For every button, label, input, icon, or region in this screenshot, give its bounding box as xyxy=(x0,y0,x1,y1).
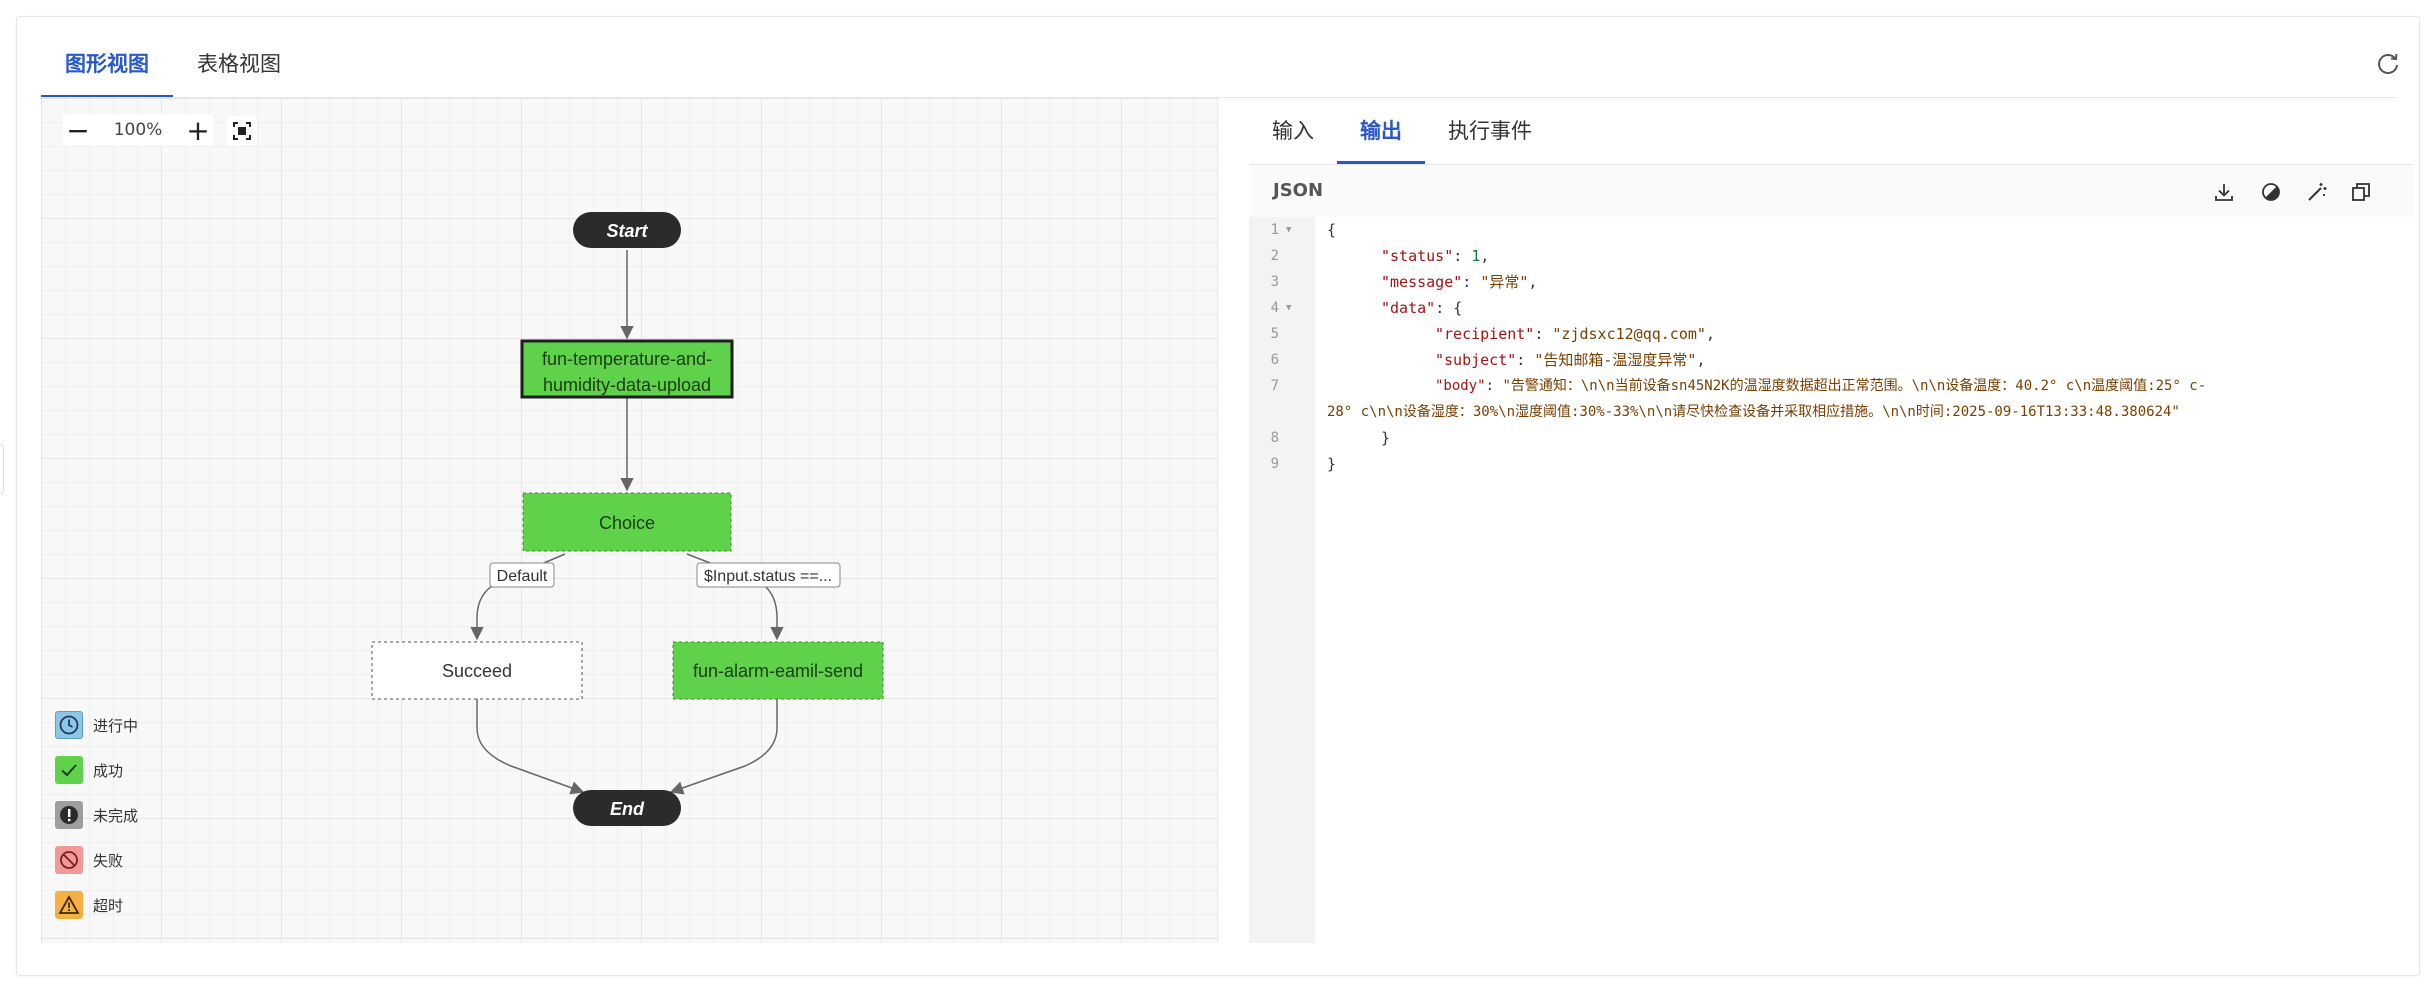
tab-input[interactable]: 输入 xyxy=(1272,119,1314,143)
io-tabs: 输入 输出 执行事件 xyxy=(1249,98,1555,164)
code-line-wrapped: 28° c\n\n设备湿度：30%\n湿度阈值:30%-33%\n\n请尽快检查… xyxy=(1327,404,2180,420)
node-start[interactable]: Start xyxy=(573,212,681,248)
status-legend: 进行中 成功 未完成 失败 xyxy=(55,710,138,935)
refresh-icon[interactable] xyxy=(2374,50,2402,78)
workflow-diagram: Start fun-temperature-and- humidity-data… xyxy=(371,212,884,826)
node-task-label-1: fun-temperature-and- xyxy=(542,349,712,369)
fold-arrow-icon[interactable]: ▼ xyxy=(1286,303,1292,313)
node-choice[interactable]: Choice xyxy=(522,492,732,552)
edge-label-condition: $Input.status ==... xyxy=(696,562,841,588)
zoom-out-button[interactable]: − xyxy=(66,113,90,147)
zoom-in-button[interactable]: + xyxy=(186,113,210,147)
svg-text:$Input.status ==...: $Input.status ==... xyxy=(704,568,832,585)
json-label: JSON xyxy=(1273,180,1324,201)
detail-panel: 输入 输出 执行事件 JSON 1▼ 2 3 4 xyxy=(1249,98,2413,943)
zoom-control: − 100% + xyxy=(63,113,213,147)
tab-events[interactable]: 执行事件 xyxy=(1448,119,1532,143)
node-succeed[interactable]: Succeed xyxy=(371,641,583,700)
node-start-label: Start xyxy=(606,221,648,241)
json-editor[interactable]: 1▼ 2 3 4▼ 5 6 7 8 9 { "status": 1, "mess… xyxy=(1249,217,2413,943)
fold-arrow-icon[interactable]: ▼ xyxy=(1286,225,1292,235)
format-wand-icon[interactable] xyxy=(2304,179,2330,205)
legend-item-success: 成功 xyxy=(55,755,138,785)
legend-item-running: 进行中 xyxy=(55,710,138,740)
legend-item-failed: 失败 xyxy=(55,845,138,875)
code-line: "status": 1, xyxy=(1381,247,1490,265)
tab-graph-view[interactable]: 图形视图 xyxy=(41,31,173,98)
execution-card: 图形视图 表格视图 − 100% + xyxy=(16,16,2420,976)
graph-canvas[interactable]: − 100% + xyxy=(41,98,1219,943)
line-gutter: 1▼ 2 3 4▼ 5 6 7 8 9 xyxy=(1249,217,1315,943)
node-temperature-task[interactable]: fun-temperature-and- humidity-data-uploa… xyxy=(520,339,734,399)
view-tabs: 图形视图 表格视图 xyxy=(41,31,305,98)
code-line: "message": "异常", xyxy=(1381,273,1538,291)
tab-table-view[interactable]: 表格视图 xyxy=(197,52,281,76)
node-succeed-label: Succeed xyxy=(442,661,512,681)
check-icon xyxy=(55,756,83,784)
code-line: } xyxy=(1381,429,1391,447)
node-end[interactable]: End xyxy=(573,790,681,826)
legend-item-incomplete: 未完成 xyxy=(55,800,138,830)
code-line: } xyxy=(1327,455,1337,473)
svg-text:Default: Default xyxy=(497,568,548,585)
tab-output[interactable]: 输出 xyxy=(1337,98,1425,164)
node-alarm-send[interactable]: fun-alarm-eamil-send xyxy=(672,641,884,700)
theme-toggle-icon[interactable] xyxy=(2258,179,2284,205)
zoom-level: 100% xyxy=(113,120,163,140)
exclamation-icon xyxy=(55,801,83,829)
clock-icon xyxy=(55,711,83,739)
io-tabs-divider xyxy=(1249,164,2413,165)
code-line: "recipient": "zjdsxc12@qq.com", xyxy=(1435,325,1715,343)
tabs-divider xyxy=(41,97,2397,98)
json-toolbar: JSON xyxy=(1249,165,2413,217)
code-line: "subject": "告知邮箱-温湿度异常", xyxy=(1435,351,1706,369)
node-end-label: End xyxy=(610,799,645,819)
node-task-label-2: humidity-data-upload xyxy=(543,375,711,395)
node-alarm-label: fun-alarm-eamil-send xyxy=(693,661,863,681)
edge-label-default: Default xyxy=(489,562,555,588)
code-line: { xyxy=(1327,221,1337,239)
side-drawer-handle[interactable] xyxy=(0,444,4,494)
node-choice-label: Choice xyxy=(599,513,655,533)
forbidden-icon xyxy=(55,846,83,874)
fit-view-icon[interactable] xyxy=(227,116,257,146)
warning-icon xyxy=(55,891,83,919)
copy-icon[interactable] xyxy=(2348,179,2374,205)
download-icon[interactable] xyxy=(2211,179,2237,205)
code-line: "body": "告警通知：\n\n当前设备sn45N2K的温湿度数据超出正常范… xyxy=(1435,378,2207,394)
edge-succeed-end xyxy=(476,699,585,795)
code-line: "data": { xyxy=(1381,299,1463,317)
legend-item-timeout: 超时 xyxy=(55,890,138,920)
edge-alarm-end xyxy=(669,699,778,795)
